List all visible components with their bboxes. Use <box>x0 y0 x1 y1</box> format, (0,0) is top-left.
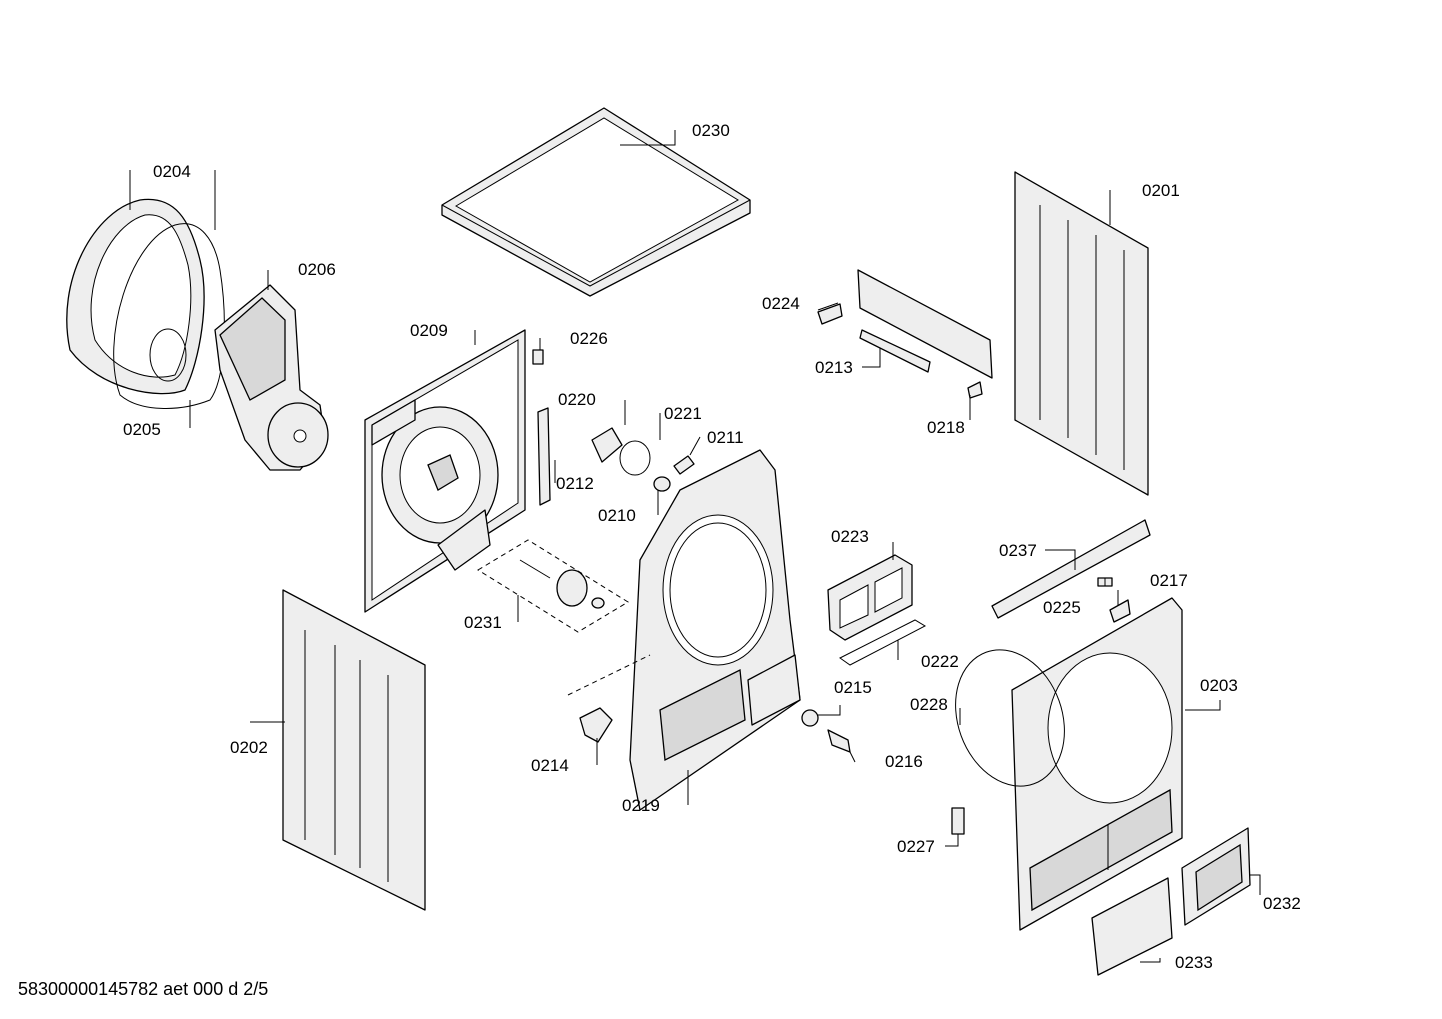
part-0215-cap <box>801 709 819 727</box>
part-0209-rear-panel <box>364 329 526 613</box>
label-0215: 0215 <box>834 678 872 697</box>
label-0230: 0230 <box>692 121 730 140</box>
part-0218-holder <box>967 381 983 399</box>
label-0219: 0219 <box>622 796 660 815</box>
part-0232-vent-grille <box>1181 827 1251 926</box>
label-0209: 0209 <box>410 321 448 340</box>
part-0220-bearing-housing <box>591 427 623 463</box>
part-0226-clip <box>532 349 544 365</box>
label-0203: 0203 <box>1200 676 1238 695</box>
part-0203-front-panel <box>1011 597 1183 931</box>
label-0217: 0217 <box>1150 571 1188 590</box>
label-0204: 0204 <box>153 162 191 181</box>
part-0217-hinge <box>1109 599 1131 623</box>
label-0221: 0221 <box>664 404 702 423</box>
part-0212-bracket <box>537 407 551 506</box>
label-0231: 0231 <box>464 613 502 632</box>
part-0216-connector <box>827 729 851 753</box>
part-0219-front-frame <box>629 449 801 811</box>
label-0213: 0213 <box>815 358 853 377</box>
label-0228: 0228 <box>910 695 948 714</box>
leader-lines <box>129 130 1261 963</box>
part-0231-shaft-assembly <box>477 539 629 633</box>
label-0212: 0212 <box>556 474 594 493</box>
part-0228-door-seal <box>955 649 1065 787</box>
part-0204-rear-gasket <box>66 198 205 395</box>
label-0205: 0205 <box>123 420 161 439</box>
part-0210-pulley <box>653 476 671 492</box>
callout-labels: 0230 0204 0201 0206 0224 0209 0226 0213 … <box>123 121 1301 972</box>
label-0211: 0211 <box>707 428 744 447</box>
label-0214: 0214 <box>531 756 569 775</box>
part-0211-shaft-end <box>673 455 695 475</box>
part-0230-top-cover <box>441 107 751 297</box>
label-0202: 0202 <box>230 738 268 757</box>
part-0223-lint-filter <box>827 554 913 641</box>
part-0227-latch <box>951 807 965 835</box>
label-0206: 0206 <box>298 260 336 279</box>
part-0202-side-panel <box>282 589 426 911</box>
document-id-footer: 58300000145782 aet 000 d 2/5 <box>18 979 269 999</box>
part-0233-plinth-cover <box>1091 877 1173 976</box>
label-0227: 0227 <box>897 837 935 856</box>
label-0223: 0223 <box>831 527 869 546</box>
label-0225: 0225 <box>1043 598 1081 617</box>
label-0224: 0224 <box>762 294 800 313</box>
label-0210: 0210 <box>598 506 636 525</box>
label-0218: 0218 <box>927 418 965 437</box>
label-0201: 0201 <box>1142 181 1180 200</box>
label-0222: 0222 <box>921 652 959 671</box>
part-0205-seal-ring <box>113 223 225 409</box>
part-0214-clamp <box>567 654 651 743</box>
part-0221-o-ring <box>619 440 651 476</box>
label-0233: 0233 <box>1175 953 1213 972</box>
label-0216: 0216 <box>885 752 923 771</box>
label-0226: 0226 <box>570 329 608 348</box>
part-0201-side-panel <box>1014 171 1149 496</box>
label-0220: 0220 <box>558 390 596 409</box>
part-0237-top-rail <box>991 519 1151 619</box>
part-0224-switch <box>817 303 843 325</box>
part-0206-blower-housing <box>214 284 329 471</box>
part-0222-filter-seal <box>839 619 927 666</box>
label-0237: 0237 <box>999 541 1037 560</box>
label-0232: 0232 <box>1263 894 1301 913</box>
part-0213-control-bracket <box>857 269 993 379</box>
